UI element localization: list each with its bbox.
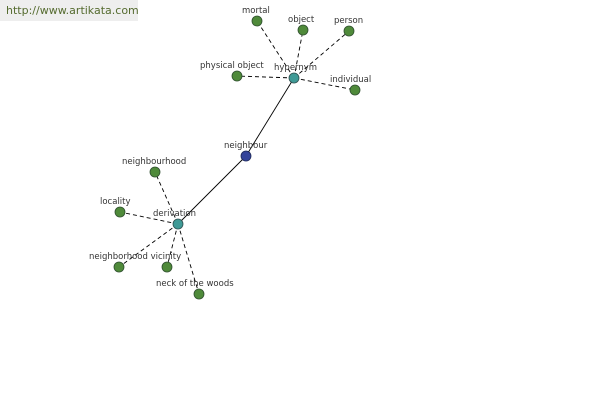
edge-hypernym-individual — [293, 77, 356, 91]
edge-hypernym-physical-object — [236, 75, 295, 79]
edge-hypernym-object — [293, 29, 304, 79]
node-neighborhood[interactable] — [113, 261, 125, 273]
node-physical-object[interactable] — [231, 70, 243, 82]
node-derivation[interactable] — [172, 218, 184, 230]
edge-derivation-neighbourhood — [154, 171, 179, 225]
node-mortal[interactable] — [251, 15, 263, 27]
node-vicinity[interactable] — [161, 261, 173, 273]
edge-derivation-vicinity — [166, 223, 179, 268]
label-locality: locality — [100, 197, 131, 207]
label-neck-of-the-woods: neck of the woods — [156, 279, 234, 289]
node-locality[interactable] — [114, 206, 126, 218]
node-neck-of-the-woods[interactable] — [193, 288, 205, 300]
node-individual[interactable] — [349, 84, 361, 96]
label-derivation: derivation — [153, 209, 196, 219]
node-hypernym[interactable] — [288, 72, 300, 84]
edge-neighbour-derivation — [177, 155, 247, 225]
label-individual: individual — [330, 75, 371, 85]
node-neighbour[interactable] — [240, 150, 252, 162]
node-object[interactable] — [297, 24, 309, 36]
label-person: person — [334, 16, 363, 26]
label-mortal: mortal — [242, 6, 270, 16]
edge-derivation-locality — [119, 211, 179, 225]
edge-hypernym-mortal — [256, 20, 295, 79]
label-neighborhood-vicinity: neighborhood vicinity — [89, 252, 181, 262]
node-neighbourhood[interactable] — [149, 166, 161, 178]
node-person[interactable] — [343, 25, 355, 37]
edge-neighbour-hypernym — [245, 77, 295, 157]
edge-derivation-neck-of-the-woods — [177, 223, 200, 295]
label-object: object — [288, 15, 315, 25]
edge-hypernym-person — [293, 30, 350, 79]
label-physical-object: physical object — [200, 61, 264, 71]
edge-derivation-neighborhood — [118, 223, 179, 268]
watermark-url: http://www.artikata.com — [0, 0, 139, 21]
label-hypernym: hypernym — [274, 63, 317, 73]
label-neighbourhood: neighbourhood — [122, 157, 186, 167]
label-neighbour: neighbour — [224, 141, 268, 151]
